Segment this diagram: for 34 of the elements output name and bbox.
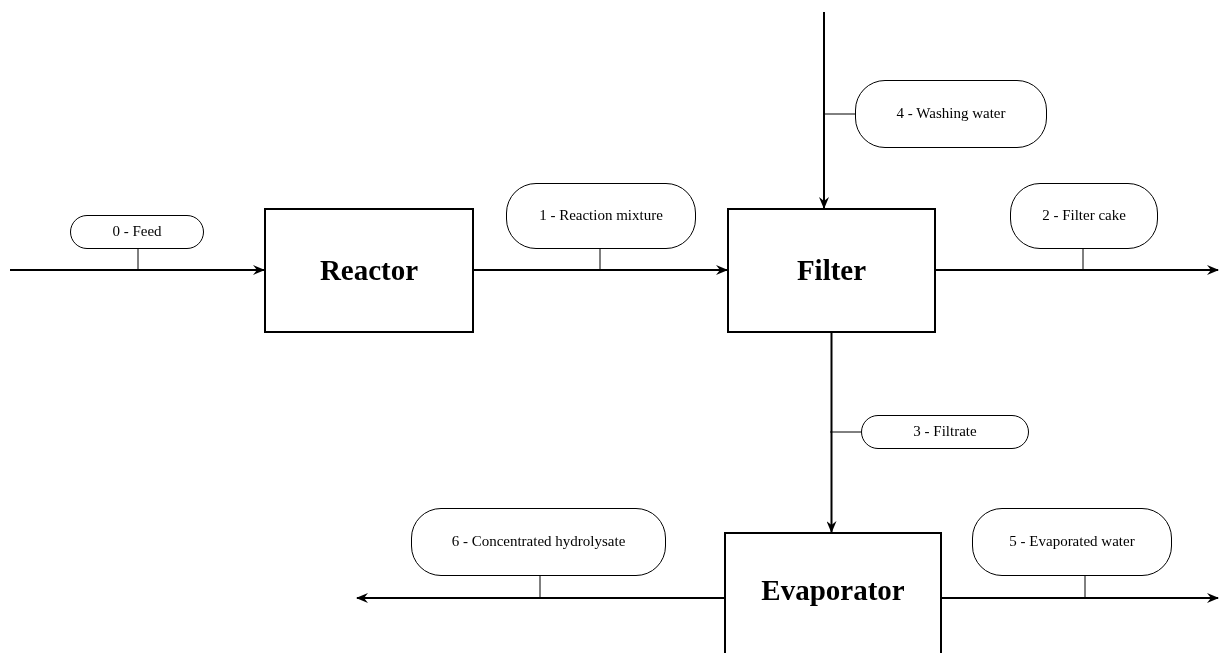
stream-name: 1 - Reaction mixture <box>539 206 663 226</box>
stream-name: 3 - Filtrate <box>913 422 977 442</box>
stream-label <box>1010 183 1158 249</box>
stream-name: 0 - Feed <box>112 222 162 242</box>
process-box <box>724 532 942 653</box>
process-box <box>727 208 936 333</box>
flow-arrow <box>819 11 829 209</box>
unit-name: Reactor <box>319 254 419 287</box>
leader-line <box>829 431 862 433</box>
stream-label <box>506 183 696 249</box>
stream-name: 5 - Evaporated water <box>1009 532 1135 552</box>
leader-line <box>137 248 139 271</box>
stream-label <box>411 508 666 576</box>
process-box <box>264 208 474 333</box>
leader-line <box>539 575 541 599</box>
unit-name: Evaporator <box>761 574 905 607</box>
leader-line <box>1084 575 1086 599</box>
stream-label <box>861 415 1029 449</box>
stream-name: 4 - Washing water <box>896 104 1006 124</box>
flow-arrow <box>356 593 725 603</box>
flow-arrow <box>941 593 1219 603</box>
stream-label <box>855 80 1047 148</box>
unit-name: Filter <box>796 254 867 287</box>
stream-label <box>70 215 204 249</box>
stream-label <box>972 508 1172 576</box>
leader-line <box>599 248 601 271</box>
flow-arrow <box>9 265 265 275</box>
stream-name: 2 - Filter cake <box>1042 206 1126 226</box>
leader-line <box>823 113 856 115</box>
flow-arrow <box>935 265 1219 275</box>
flow-arrow <box>826 332 837 533</box>
stream-name: 6 - Concentrated hydrolysate <box>451 532 626 552</box>
flow-arrow <box>473 265 728 275</box>
leader-line <box>1082 248 1084 271</box>
